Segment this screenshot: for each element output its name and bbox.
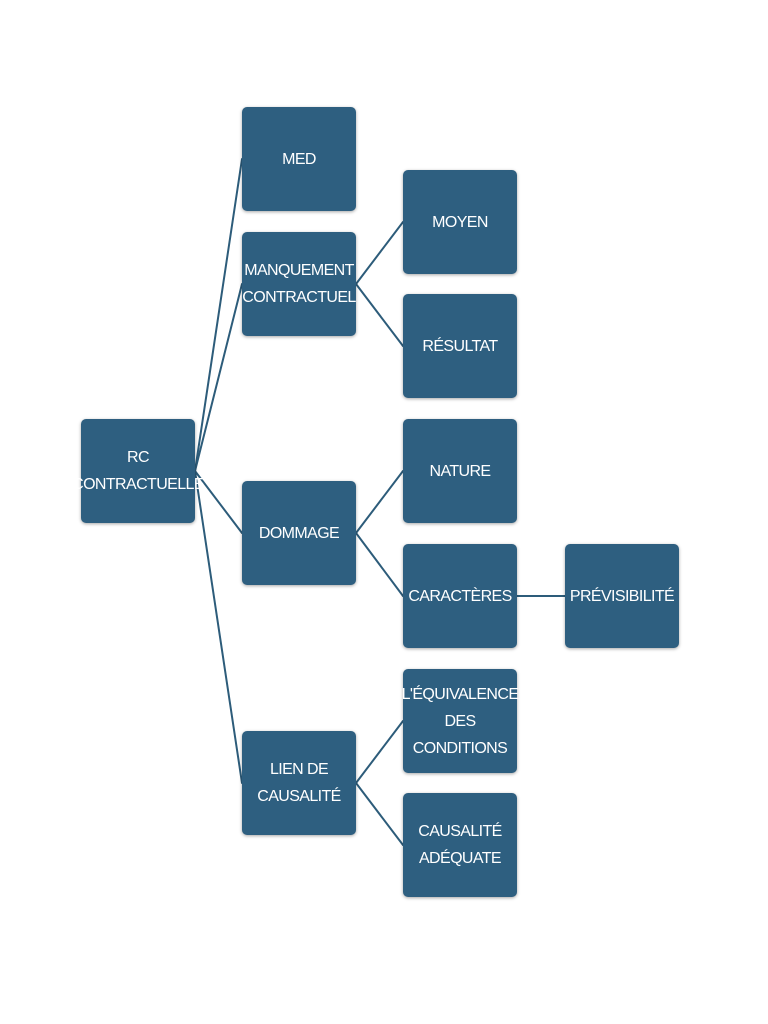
node-equivalence-des-conditions[interactable]: L'ÉQUIVALENCE DES CONDITIONS [401, 669, 519, 773]
connector-root-lien [194, 470, 243, 784]
node-label: CARACTÈRES [408, 587, 512, 605]
node-label: MANQUEMENT CONTRACTUEL [242, 262, 356, 306]
node-label: MOYEN [432, 213, 488, 231]
node-rc-contractuelle[interactable]: RC CONTRACTUELLE [72, 419, 204, 523]
connector-dommage-nature [355, 470, 404, 534]
node-causalite-adequate[interactable]: CAUSALITÉ ADÉQUATE [403, 793, 517, 897]
connector-manquement-resultat [355, 283, 404, 347]
connector-root-manquement [194, 283, 243, 472]
connector-lien-adequate [355, 782, 404, 846]
node-manquement-contractuel[interactable]: MANQUEMENT CONTRACTUEL [242, 232, 356, 336]
node-resultat[interactable]: RÉSULTAT [403, 294, 517, 398]
connector-root-dommage [194, 470, 243, 534]
node-label: PRÉVISIBILITÉ [569, 587, 675, 605]
node-label: RÉSULTAT [422, 337, 498, 355]
connector-manquement-moyen [355, 221, 404, 285]
node-caracteres[interactable]: CARACTÈRES [403, 544, 517, 648]
node-lien-de-causalite[interactable]: LIEN DE CAUSALITÉ [242, 731, 356, 835]
node-label: LIEN DE CAUSALITÉ [257, 761, 341, 805]
node-dommage[interactable]: DOMMAGE [242, 481, 356, 585]
node-nature[interactable]: NATURE [403, 419, 517, 523]
node-label: CAUSALITÉ ADÉQUATE [418, 823, 502, 867]
node-med[interactable]: MED [242, 107, 356, 211]
node-label: RC CONTRACTUELLE [72, 449, 204, 493]
connector-root-med [194, 158, 243, 472]
node-moyen[interactable]: MOYEN [403, 170, 517, 274]
node-previsibilite[interactable]: PRÉVISIBILITÉ [565, 544, 679, 648]
node-label: MED [282, 150, 316, 168]
node-label: L'ÉQUIVALENCE DES CONDITIONS [401, 685, 519, 757]
connector-dommage-caracteres [355, 532, 404, 597]
node-label: NATURE [429, 462, 492, 480]
connector-lien-equivalence [355, 720, 404, 784]
node-label: DOMMAGE [258, 524, 340, 542]
